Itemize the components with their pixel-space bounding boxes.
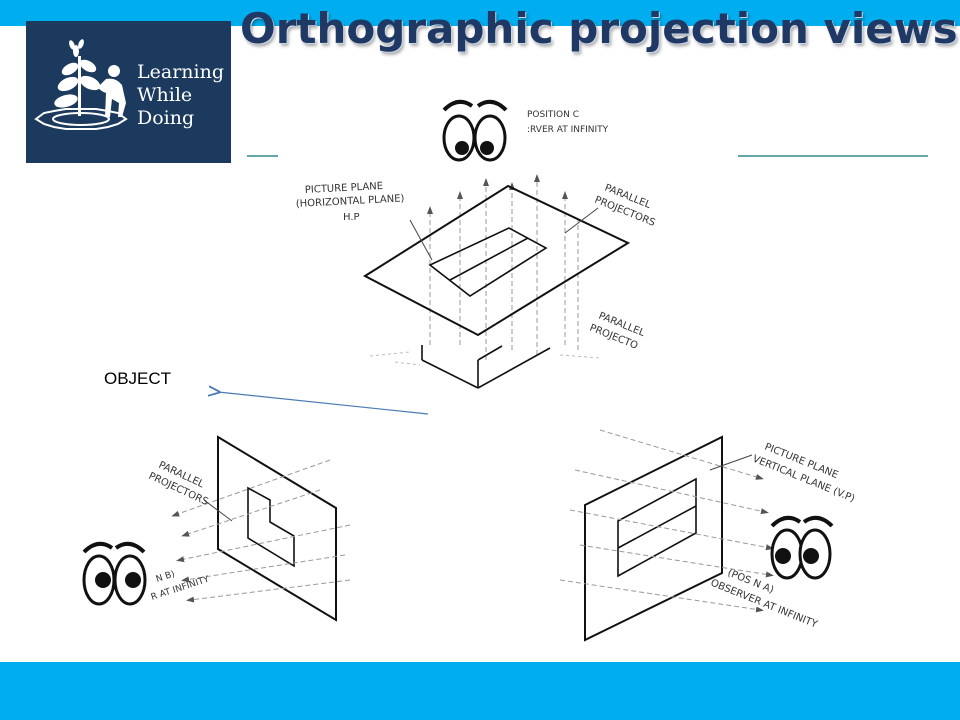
left-observer-label-1: N B)	[155, 569, 176, 584]
observer-c-label: :RVER AT INFINITY	[527, 125, 609, 135]
object-pointer-arrow	[218, 392, 429, 415]
learning-while-doing-logo: Learning While Doing	[26, 21, 231, 163]
top-projected-view	[428, 227, 548, 297]
bottom-accent-bar	[0, 662, 960, 720]
horizontal-picture-plane	[362, 184, 631, 337]
logo-emblem-icon	[34, 39, 128, 130]
profile-picture-plane	[217, 435, 337, 622]
logo-word-doing: Doing	[137, 107, 195, 129]
observer-eyes-top-icon	[442, 99, 508, 162]
3d-object	[421, 345, 551, 389]
object-label: OBJECT	[104, 369, 172, 388]
logo-word-learning: Learning	[137, 61, 224, 83]
logo-text: Learning While Doing	[137, 61, 224, 130]
position-c-label: POSITION C	[527, 110, 579, 120]
observer-eyes-right-icon	[770, 515, 834, 580]
hp-label-line2: (HORIZONTAL PLANE)	[296, 193, 405, 210]
observer-eyes-left-icon	[82, 541, 147, 606]
vertical-picture-plane	[584, 435, 723, 642]
left-view-group: PARALLEL PROJECTORS N B) R AT INFINITY	[147, 435, 351, 622]
top-view-group: PICTURE PLANE (HORIZONTAL PLANE) H.P PAR…	[296, 110, 657, 389]
hp-label-line1: PICTURE PLANE	[305, 181, 384, 196]
logo-word-while: While	[137, 84, 193, 106]
hp-label-line3: H.P	[343, 212, 360, 223]
front-projected-view	[617, 477, 697, 578]
slide-title: Orthographic projection views	[240, 4, 958, 53]
side-projected-view	[247, 486, 295, 568]
